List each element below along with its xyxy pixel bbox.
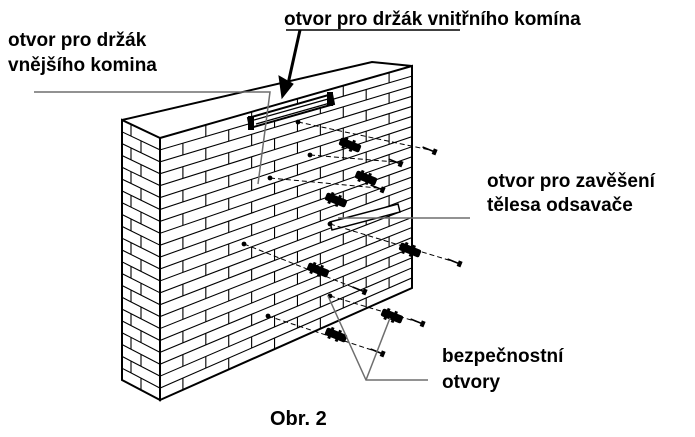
drill-axis [329,295,419,323]
outer-chimney-bracket-hole-label-line1: otvor pro držák [8,30,147,51]
mortar-line [122,296,160,318]
mortar-line [160,95,412,175]
mortar-line [160,85,412,163]
wall-plug-icon [338,136,362,153]
wall-plug-icon [398,241,422,258]
screw-icon [388,158,404,168]
fixing-1 [295,119,438,156]
wall-plug-icon [354,169,378,186]
outer-chimney-bracket-hole-label-line2: vnějšího komina [8,55,157,76]
mortar-line [122,284,160,306]
leaders [34,29,470,381]
wall-plug-icon [324,191,348,208]
drill-axis [243,243,361,291]
mortar-line [122,143,160,163]
mortar-line [160,105,412,187]
mortar-line [122,166,160,187]
brick-wall-side [121,118,161,402]
mortar-line [160,176,412,270]
mortar-line [160,237,412,341]
screw-icon [410,318,426,328]
safety-holes-label-line2: otvory [442,372,501,393]
hood-mount-hole-label-line1: otvor pro zavěšení [487,171,655,192]
wall-plug-icon [380,307,404,324]
fixings [241,119,463,358]
mortar-line [160,156,412,246]
mortar-line [160,146,412,234]
mortar-line [160,206,412,306]
safety-holes-label-line1: bezpečnostní [442,346,564,367]
drill-axis [267,315,379,353]
wall-plug-icon [306,261,330,278]
hood-rail-icon [329,203,401,231]
mortar-line [160,226,412,330]
figure-caption: Obr. 2 [270,408,327,430]
mortar-line [122,308,160,330]
fixing-4 [241,241,368,296]
mortar-line [160,186,412,282]
mortar-line [122,261,160,282]
mortar-line [122,332,160,353]
fixing-3 [267,175,386,208]
screw-icon [370,348,386,358]
mortar-line [160,126,412,210]
fixing-7 [327,293,426,328]
screw-icon [352,286,368,296]
mortar-line [160,247,412,353]
drill-axis [297,121,431,151]
mortar-line [160,216,412,318]
fixing-5 [327,221,463,268]
mortar-line [122,190,160,210]
drill-axis [329,223,456,263]
mortar-line [160,66,412,139]
mortar-line [160,277,412,389]
mortar-line [160,115,412,199]
mortar-line [122,237,160,258]
drill-axis [269,177,379,189]
fixing-6 [265,313,386,358]
hood-mount-hole-label-line2: tělesa odsavače [487,195,633,216]
mortar-line [122,355,160,377]
wall-plug-icon [324,326,348,343]
wall-top-edge [121,60,413,121]
screw-icon [422,146,438,156]
screw-icon [447,258,463,268]
fixing-2 [307,152,404,186]
mortar-line [122,214,160,234]
screw-icon [370,184,386,194]
mortar-line [160,257,412,365]
drill-axis [309,154,397,163]
inner-chimney-bracket-hole-label: otvor pro držák vnitřního komína [284,9,581,30]
